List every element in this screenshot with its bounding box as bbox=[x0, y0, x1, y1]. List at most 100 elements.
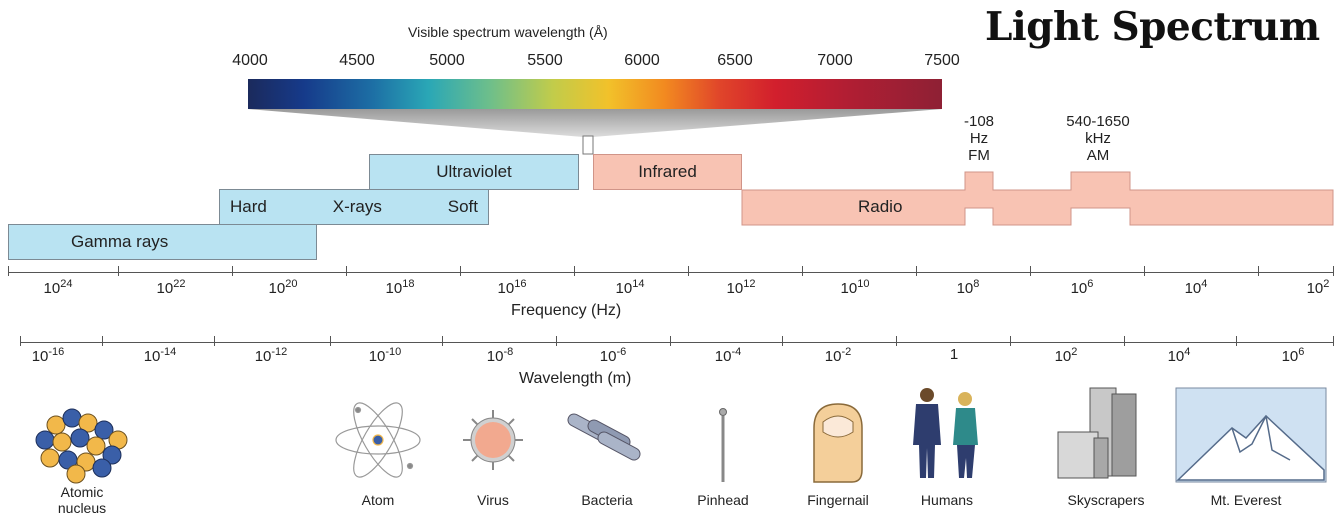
frequency-axis-tick bbox=[346, 266, 347, 276]
virus-icon bbox=[463, 410, 523, 470]
wavelength-axis-tick bbox=[330, 336, 331, 346]
visible-tick-label: 6000 bbox=[624, 52, 660, 69]
radio-label: Radio bbox=[858, 197, 903, 216]
wavelength-axis-tick-label: 102 bbox=[1054, 346, 1078, 365]
page-title: Light Spectrum bbox=[985, 4, 1320, 50]
am-range: 540-1650 bbox=[1066, 113, 1130, 130]
xray-band: Hard X-rays Soft bbox=[219, 189, 489, 225]
wavelength-axis-tick-label: 10-14 bbox=[143, 346, 177, 365]
frequency-axis-tick-label: 1016 bbox=[497, 278, 527, 297]
object-label: Skyscrapers bbox=[1067, 492, 1145, 508]
wavelength-axis-tick bbox=[1236, 336, 1237, 346]
am-note: 540-1650 kHz AM bbox=[1066, 113, 1129, 164]
visible-tick-label: 4000 bbox=[232, 52, 268, 69]
visible-spectrum-label: Visible spectrum wavelength (Å) bbox=[408, 24, 608, 40]
frequency-axis-tick bbox=[232, 266, 233, 276]
wavelength-axis-tick-label: 10-16 bbox=[31, 346, 65, 365]
fingernail-icon bbox=[813, 403, 863, 483]
ultraviolet-band: Ultraviolet bbox=[369, 154, 579, 190]
visible-tick-label: 5000 bbox=[429, 52, 465, 69]
object-label: Atom bbox=[361, 492, 395, 508]
pinhead-icon bbox=[719, 408, 727, 482]
infrared-band: Infrared bbox=[593, 154, 742, 190]
wavelength-axis-tick bbox=[20, 336, 21, 346]
bacteria-icon bbox=[567, 413, 641, 461]
ultraviolet-label: Ultraviolet bbox=[436, 162, 512, 181]
frequency-axis-tick bbox=[1333, 266, 1334, 276]
object-label: Mt. Everest bbox=[1210, 492, 1282, 508]
wavelength-axis-title: Wavelength (m) bbox=[519, 370, 632, 387]
frequency-axis-tick-label: 108 bbox=[956, 278, 980, 297]
object-label: Virus bbox=[477, 492, 509, 508]
frequency-axis-tick bbox=[802, 266, 803, 276]
frequency-axis-tick-label: 106 bbox=[1070, 278, 1094, 297]
frequency-axis-line bbox=[8, 272, 1334, 273]
frequency-axis-tick bbox=[688, 266, 689, 276]
frequency-axis-title: Frequency (Hz) bbox=[511, 302, 622, 319]
wavelength-axis-tick-label: 1 bbox=[949, 346, 959, 363]
frequency-axis-tick-label: 104 bbox=[1184, 278, 1208, 297]
visible-tick-label: 6500 bbox=[717, 52, 753, 69]
am-unit: kHz bbox=[1085, 130, 1111, 147]
atomic-nucleus-icon bbox=[35, 408, 128, 484]
fm-unit: Hz bbox=[969, 130, 989, 147]
object-label: Pinhead bbox=[697, 492, 749, 508]
frequency-axis-tick-label: 1012 bbox=[726, 278, 756, 297]
mountain-icon bbox=[1175, 387, 1327, 483]
frequency-axis-tick bbox=[8, 266, 9, 276]
object-label: Bacteria bbox=[581, 492, 633, 508]
wavelength-axis-tick-label: 10-8 bbox=[486, 346, 514, 365]
wavelength-axis-tick bbox=[556, 336, 557, 346]
wavelength-axis-tick-label: 10-4 bbox=[714, 346, 742, 365]
object-label: Fingernail bbox=[807, 492, 869, 508]
wavelength-axis-tick bbox=[1333, 336, 1334, 346]
frequency-axis-tick-label: 102 bbox=[1306, 278, 1330, 297]
frequency-axis-tick-label: 1022 bbox=[156, 278, 186, 297]
wavelength-axis-tick-label: 10-12 bbox=[254, 346, 288, 365]
wavelength-axis-tick bbox=[782, 336, 783, 346]
frequency-axis-tick bbox=[1144, 266, 1145, 276]
frequency-axis-tick-label: 1010 bbox=[840, 278, 870, 297]
frequency-axis-tick bbox=[1258, 266, 1259, 276]
wavelength-axis-tick-label: 10-2 bbox=[824, 346, 852, 365]
frequency-axis-tick-label: 1018 bbox=[385, 278, 415, 297]
wavelength-axis-tick bbox=[670, 336, 671, 346]
xray-label: X-rays bbox=[332, 197, 382, 216]
frequency-axis-tick bbox=[574, 266, 575, 276]
humans-icon bbox=[913, 388, 978, 478]
wavelength-axis-tick-label: 106 bbox=[1281, 346, 1305, 365]
fm-note: -108 Hz FM bbox=[964, 113, 994, 164]
wavelength-axis-tick-label: 104 bbox=[1167, 346, 1191, 365]
am-label: AM bbox=[1086, 147, 1110, 164]
gamma-band: Gamma rays bbox=[8, 224, 317, 260]
frequency-axis-tick bbox=[916, 266, 917, 276]
frequency-axis-tick-label: 1024 bbox=[43, 278, 73, 297]
frequency-axis-tick bbox=[1030, 266, 1031, 276]
visible-tick-label: 4500 bbox=[339, 52, 375, 69]
visible-tick-label: 7500 bbox=[924, 52, 960, 69]
wavelength-axis-tick bbox=[1124, 336, 1125, 346]
object-label: Humans bbox=[920, 492, 974, 508]
fm-range: -108 bbox=[963, 113, 995, 130]
xray-soft-label: Soft bbox=[447, 197, 478, 216]
frequency-axis-tick bbox=[118, 266, 119, 276]
atom-icon bbox=[335, 402, 421, 478]
xray-hard-label: Hard bbox=[230, 197, 267, 216]
wavelength-axis-line bbox=[20, 342, 1334, 343]
wavelength-axis-tick bbox=[102, 336, 103, 346]
wavelength-axis-tick bbox=[214, 336, 215, 346]
wavelength-axis-tick-label: 10-10 bbox=[368, 346, 402, 365]
object-label: Atomic nucleus bbox=[57, 484, 107, 516]
radio-band bbox=[741, 171, 1334, 226]
frequency-axis-tick-label: 1020 bbox=[268, 278, 298, 297]
fm-label: FM bbox=[968, 147, 990, 164]
infrared-label: Infrared bbox=[638, 162, 697, 181]
gamma-label: Gamma rays bbox=[71, 232, 169, 251]
wavelength-axis-tick bbox=[442, 336, 443, 346]
frequency-axis-tick bbox=[460, 266, 461, 276]
wavelength-axis-tick-label: 10-6 bbox=[599, 346, 627, 365]
frequency-axis-tick-label: 1014 bbox=[615, 278, 645, 297]
visible-projection-cone bbox=[248, 109, 942, 155]
wavelength-axis-tick bbox=[896, 336, 897, 346]
